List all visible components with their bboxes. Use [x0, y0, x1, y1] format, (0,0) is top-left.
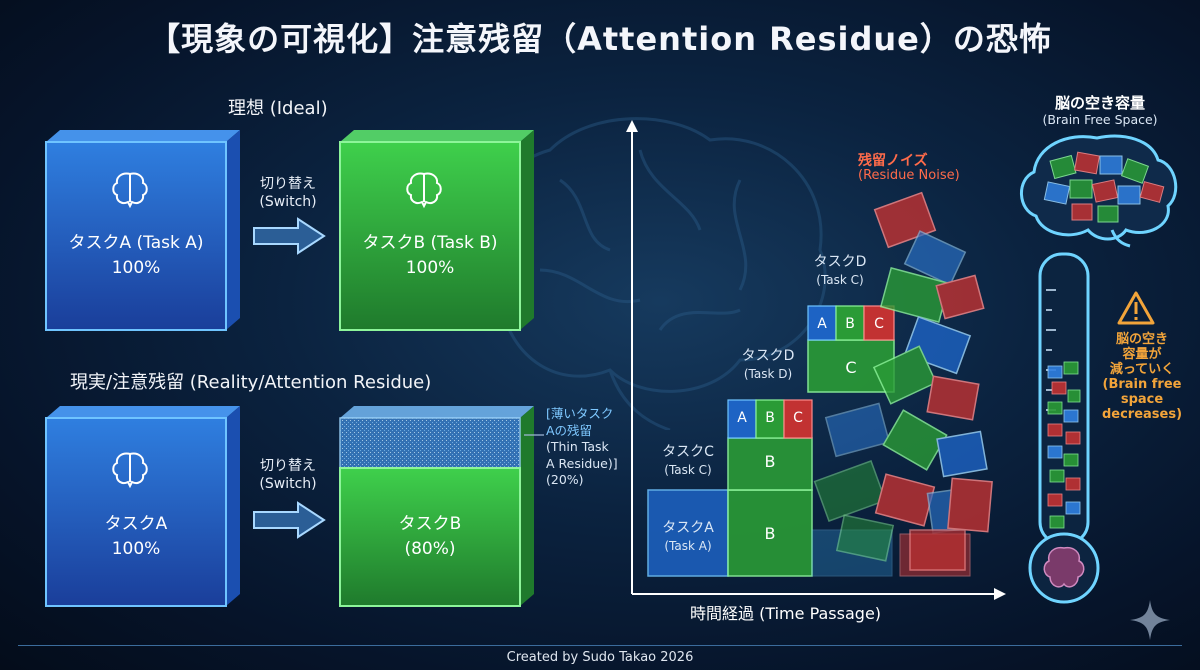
stack-label-task-d2-en: (Task C)	[816, 273, 864, 287]
x-axis-label: 時間経過 (Time Passage)	[690, 604, 882, 623]
mini-c-label: C	[874, 316, 884, 332]
reality-task-b-label: タスクB	[398, 514, 462, 534]
reality-task-a-percent: 100%	[111, 539, 161, 559]
brain-icon	[406, 172, 442, 209]
mini-c-label: C	[793, 410, 803, 426]
ideal-task-b-percent: 100%	[405, 258, 455, 278]
reality-switch-label-en: (Switch)	[259, 476, 317, 492]
brain-capacity-icon	[1020, 134, 1178, 248]
footer-divider	[18, 645, 1182, 646]
footer-credit: Created by Sudo Takao 2026	[506, 650, 694, 665]
warning-line: (Brain free	[1102, 377, 1182, 392]
warning-line: 脳の空き	[1115, 332, 1168, 347]
mini-a-label: A	[817, 316, 827, 332]
warning-line: 減っていく	[1109, 362, 1175, 377]
ideal-task-a-cube	[45, 130, 240, 331]
stack-label-task-c: タスクC	[662, 444, 714, 460]
residue-note-line: A Residue)]	[546, 455, 618, 471]
residue-note-line: (20%)	[546, 472, 584, 487]
stack-label-task-d1: タスクD	[741, 348, 795, 364]
sparkle-icon	[1130, 600, 1170, 640]
ideal-task-a-percent: 100%	[111, 258, 161, 278]
reality-task-b-cube	[339, 406, 534, 607]
stack-label-task-a: タスクA	[662, 520, 714, 536]
residue-note: [薄いタスク Aの残留 (Thin Task A Residue)] (20%)	[546, 406, 636, 489]
mini-b-label: B	[845, 316, 855, 332]
stack-label-task-d2: タスクD	[813, 254, 867, 270]
reality-task-a-label: タスクA	[104, 514, 168, 534]
stack-label-task-a-en: (Task A)	[664, 539, 712, 553]
block-b-label: B	[764, 452, 776, 471]
ideal-heading: 理想 (Ideal)	[228, 98, 328, 119]
time-axes	[626, 120, 1006, 600]
switch-arrow-icon	[253, 217, 326, 255]
stack-label-task-c-en: (Task C)	[664, 463, 712, 477]
capacity-thermometer	[1028, 252, 1100, 604]
reality-task-b-percent: (80%)	[404, 539, 456, 559]
residue-noise-cubes	[813, 191, 993, 571]
residue-noise-label: 残留ノイズ	[858, 153, 928, 169]
mini-a-label: A	[737, 410, 747, 426]
capacity-warning-text: 脳の空き 容量が 減っていく (Brain free space decreas…	[1090, 332, 1194, 422]
residue-pointer-line	[524, 434, 544, 436]
stack-label-task-d1-en: (Task D)	[743, 367, 793, 381]
warning-icon	[1117, 291, 1155, 325]
warning-line: decreases)	[1101, 407, 1183, 422]
warning-line: space	[1120, 392, 1164, 407]
ideal-switch-label-en: (Switch)	[259, 194, 317, 210]
ideal-task-b-cube	[339, 130, 534, 331]
switch-arrow-icon	[253, 501, 326, 539]
reality-task-a-cube	[45, 406, 240, 607]
residue-note-line: [薄いタスク	[546, 406, 614, 421]
page-title: 【現象の可視化】注意残留（Attention Residue）の恐怖	[148, 20, 1052, 58]
ideal-switch-label: 切り替え	[260, 176, 316, 192]
residue-note-line: (Thin Task	[546, 439, 609, 454]
block-b-label: B	[764, 524, 776, 543]
brain-icon	[112, 452, 148, 489]
warning-line: 容量が	[1122, 347, 1162, 362]
residue-noise-label-en: (Residue Noise)	[858, 168, 960, 183]
brain-icon	[112, 172, 148, 209]
residue-note-line: Aの残留	[546, 422, 593, 438]
reality-heading: 現実/注意残留 (Reality/Attention Residue)	[70, 372, 432, 393]
mini-b-label: B	[765, 410, 775, 426]
ideal-task-a-label: タスクA (Task A)	[68, 233, 204, 253]
brain-meter-heading-en: (Brain Free Space)	[1042, 112, 1158, 127]
reality-switch-label: 切り替え	[260, 458, 316, 474]
brain-meter-heading: 脳の空き容量	[1054, 94, 1145, 112]
ideal-task-b-label: タスクB (Task B)	[362, 233, 498, 253]
block-c-label: C	[845, 358, 857, 377]
